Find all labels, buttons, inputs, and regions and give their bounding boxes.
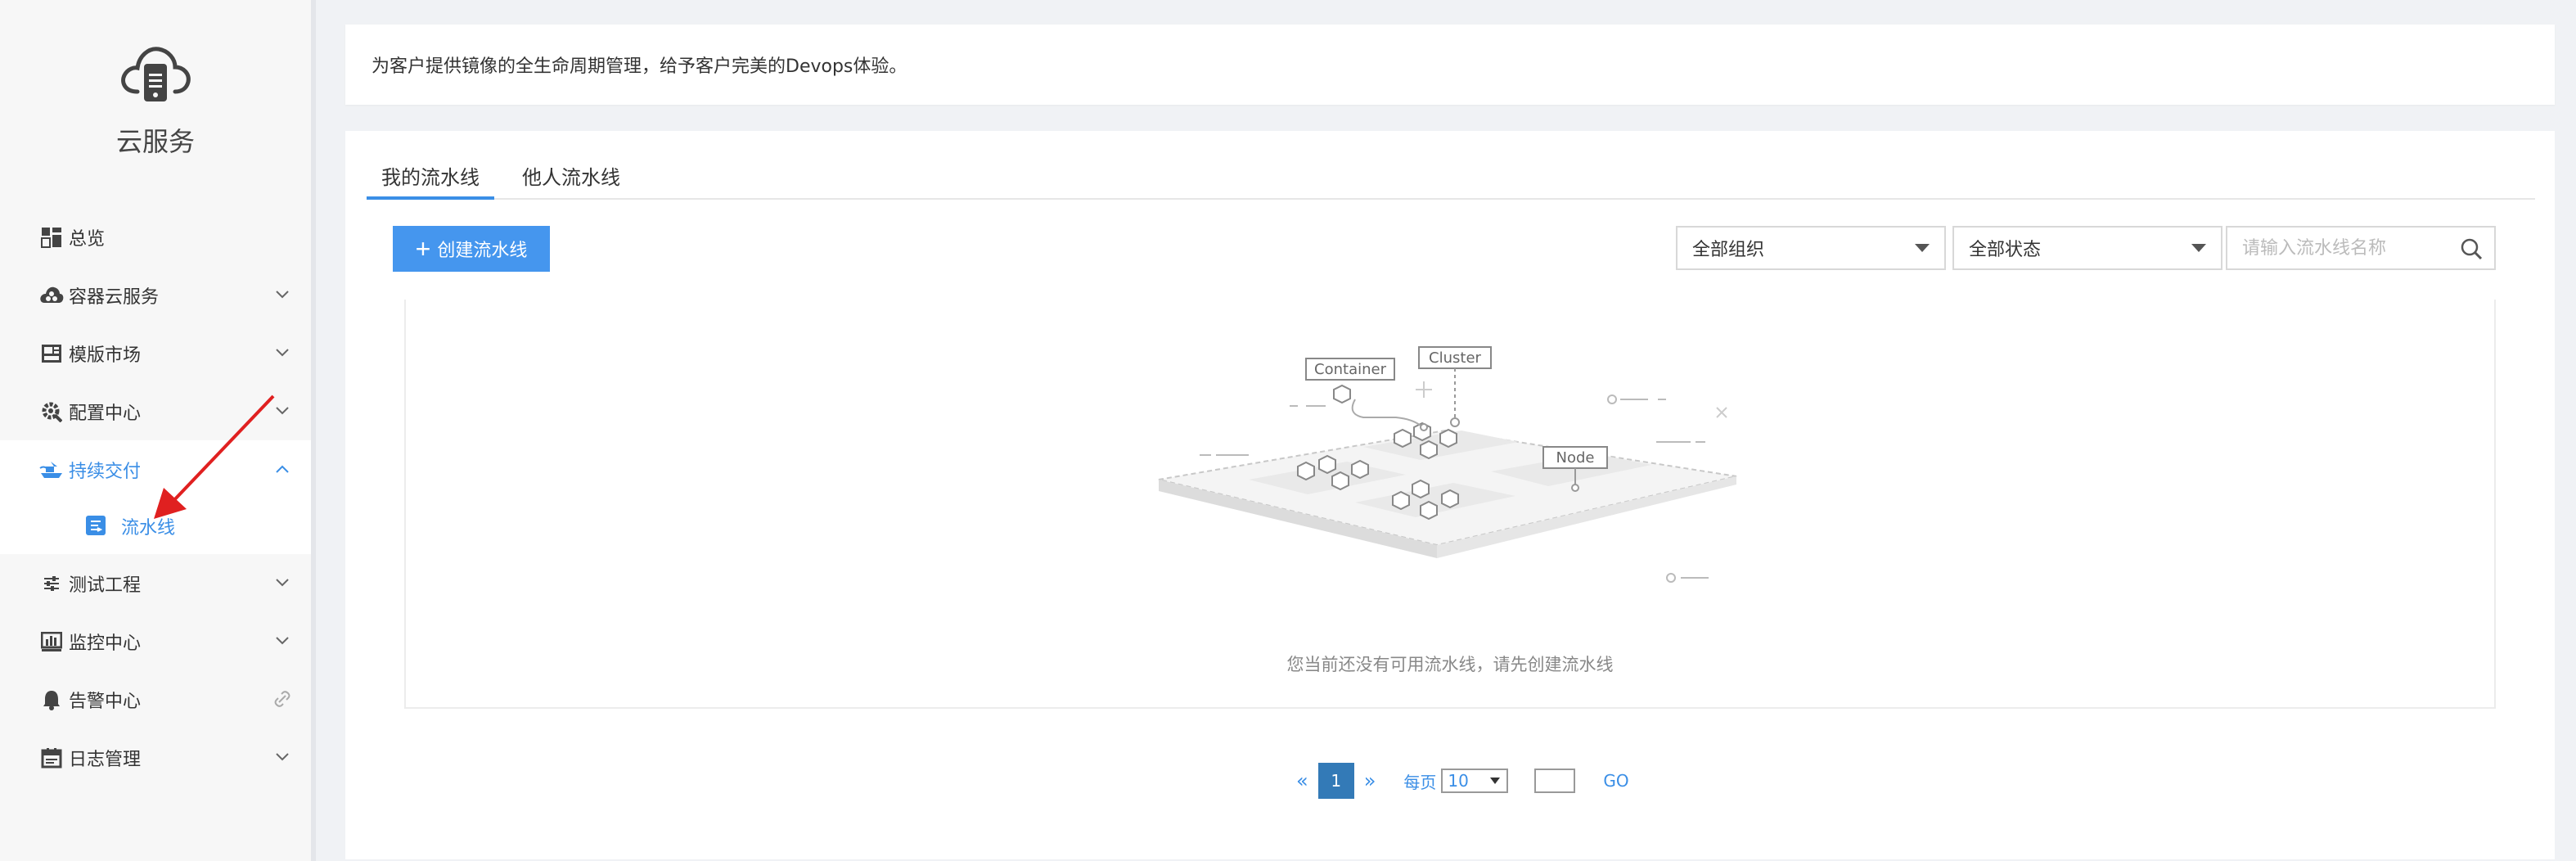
notice-text: 为客户提供镜像的全生命周期管理，给予客户完美的Devops体验。 (372, 56, 907, 77)
tab-my-pipelines[interactable]: 我的流水线 (367, 156, 494, 200)
pipeline-panel: 我的流水线 他人流水线 + 创建流水线 全部组织 全部状态 (345, 131, 2555, 859)
caret-down-icon (2191, 244, 2206, 252)
current-page-button[interactable]: 1 (1317, 763, 1354, 799)
link-icon[interactable] (272, 688, 293, 710)
search-icon[interactable] (2460, 237, 2483, 264)
pipeline-icon (85, 515, 108, 538)
per-page-label: 每页 (1403, 772, 1437, 792)
chevron-down-icon[interactable] (272, 746, 293, 768)
pipeline-search-input[interactable] (2227, 228, 2448, 268)
go-button[interactable]: GO (1603, 771, 1629, 791)
sidebar-item-container-cloud[interactable]: 容器云服务 (0, 266, 311, 324)
org-select[interactable]: 全部组织 (1676, 226, 1946, 270)
chevron-down-icon[interactable] (272, 572, 293, 593)
tab-others-pipelines[interactable]: 他人流水线 (522, 166, 620, 189)
sidebar-item-label: 总览 (69, 228, 106, 250)
create-pipeline-label: 创建流水线 (437, 240, 528, 260)
monitor-chart-icon (39, 629, 64, 654)
caret-down-icon (1915, 244, 1930, 252)
label-container: Container (1314, 361, 1387, 378)
sidebar-item-monitor-center[interactable]: 监控中心 (0, 612, 311, 670)
sidebar-item-alert-center[interactable]: 告警中心 (0, 670, 311, 728)
sidebar-item-label: 日志管理 (69, 749, 142, 770)
chevron-down-icon[interactable] (272, 284, 293, 305)
template-market-icon (39, 341, 64, 366)
prev-page-button[interactable]: « (1296, 769, 1308, 792)
empty-state-text: 您当前还没有可用流水线，请先创建流水线 (1286, 655, 1614, 674)
sidebar-item-log-management[interactable]: 日志管理 (0, 728, 311, 787)
empty-state: Container Cluster Node 您当前还没有可用流水线，请先创建流… (404, 300, 2496, 709)
status-select[interactable]: 全部状态 (1952, 226, 2222, 270)
label-node: Node (1556, 449, 1595, 467)
sidebar-item-label: 测试工程 (69, 575, 142, 596)
sidebar-item-continuous-delivery[interactable]: 持续交付 (0, 440, 311, 498)
empty-cluster-illustration-icon: Container Cluster Node (1158, 346, 1737, 583)
delivery-ship-icon (39, 458, 64, 482)
sidebar-item-label: 持续交付 (69, 461, 142, 482)
per-page-select[interactable]: 10 (1441, 769, 1509, 793)
sidebar-item-label: 配置中心 (69, 403, 142, 424)
config-gear-icon (39, 399, 64, 424)
notice-banner: 为客户提供镜像的全生命周期管理，给予客户完美的Devops体验。 (345, 25, 2555, 105)
plus-icon: + (415, 234, 431, 264)
sidebar-subitem-label: 流水线 (121, 518, 176, 539)
sidebar-subitem-pipeline[interactable]: 流水线 (0, 498, 311, 554)
sidebar-item-overview[interactable]: 总览 (0, 208, 311, 266)
log-calendar-icon (39, 746, 64, 770)
pagination: « 1 » 每页 10 GO (1286, 763, 1629, 799)
page-jump-input[interactable] (1534, 769, 1576, 793)
create-pipeline-button[interactable]: + 创建流水线 (393, 226, 550, 272)
caret-down-icon (1490, 778, 1501, 784)
cloud-server-icon (121, 47, 191, 101)
chevron-up-icon[interactable] (272, 458, 293, 480)
logo-title: 云服务 (115, 126, 195, 157)
next-page-button[interactable]: » (1363, 769, 1376, 792)
chevron-down-icon[interactable] (272, 342, 293, 363)
label-cluster: Cluster (1429, 349, 1481, 367)
sidebar-item-label: 监控中心 (69, 633, 142, 654)
org-select-value: 全部组织 (1692, 240, 1765, 260)
sliders-icon (39, 571, 64, 596)
sidebar-item-template-market[interactable]: 模版市场 (0, 324, 311, 382)
pipeline-search (2226, 226, 2496, 270)
status-select-value: 全部状态 (1969, 240, 2042, 260)
logo: 云服务 (0, 41, 311, 159)
pipeline-tabs: 我的流水线 他人流水线 (367, 156, 2535, 200)
chevron-down-icon[interactable] (272, 400, 293, 421)
cloud-container-icon (39, 283, 64, 308)
sidebar-item-label: 容器云服务 (69, 286, 160, 308)
sidebar-item-config-center[interactable]: 配置中心 (0, 382, 311, 440)
annotation-arrow-icon (154, 394, 275, 519)
dashboard-grid-icon (39, 225, 64, 250)
per-page-value: 10 (1448, 771, 1469, 791)
chevron-down-icon[interactable] (272, 630, 293, 651)
sidebar: 云服务 总览 容器云服务 模版市场 配置中心 (0, 0, 316, 861)
bell-icon (39, 687, 64, 712)
sidebar-item-label: 告警中心 (69, 691, 142, 712)
sidebar-item-label: 模版市场 (69, 345, 142, 366)
sidebar-menu: 总览 容器云服务 模版市场 配置中心 (0, 208, 311, 787)
sidebar-item-test-engineering[interactable]: 测试工程 (0, 554, 311, 612)
